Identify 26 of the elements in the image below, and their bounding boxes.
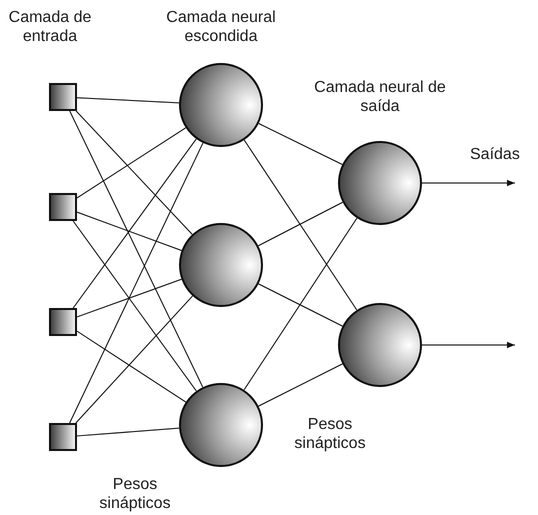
connection-line — [69, 142, 204, 424]
connection-line — [76, 278, 182, 318]
connection-line — [76, 330, 186, 403]
connection-line — [244, 140, 358, 310]
connection-line — [76, 127, 186, 198]
layer-label: Camada neural escondida — [165, 8, 277, 46]
connection-line — [76, 428, 180, 436]
layer-label: Pesos sinápticos — [98, 475, 172, 513]
layer-label: Pesos sinápticos — [293, 415, 367, 453]
connection-line — [244, 218, 358, 390]
connection-line — [75, 295, 194, 424]
connection-line — [258, 283, 343, 327]
connection-line — [72, 138, 197, 308]
connection-line — [258, 363, 343, 407]
layer-label: Saídas — [470, 145, 521, 164]
connection-line — [258, 202, 344, 246]
layer-label: Camada neural de saída — [313, 78, 447, 116]
arrow — [422, 342, 516, 348]
arrow — [422, 180, 516, 186]
connection-line — [76, 212, 182, 252]
layer-label: Camada de entrada — [8, 8, 92, 46]
connection-line — [69, 110, 204, 388]
connection-line — [258, 123, 343, 165]
connection-line — [76, 97, 180, 104]
connection-line — [76, 110, 193, 235]
connection-line — [72, 220, 197, 392]
